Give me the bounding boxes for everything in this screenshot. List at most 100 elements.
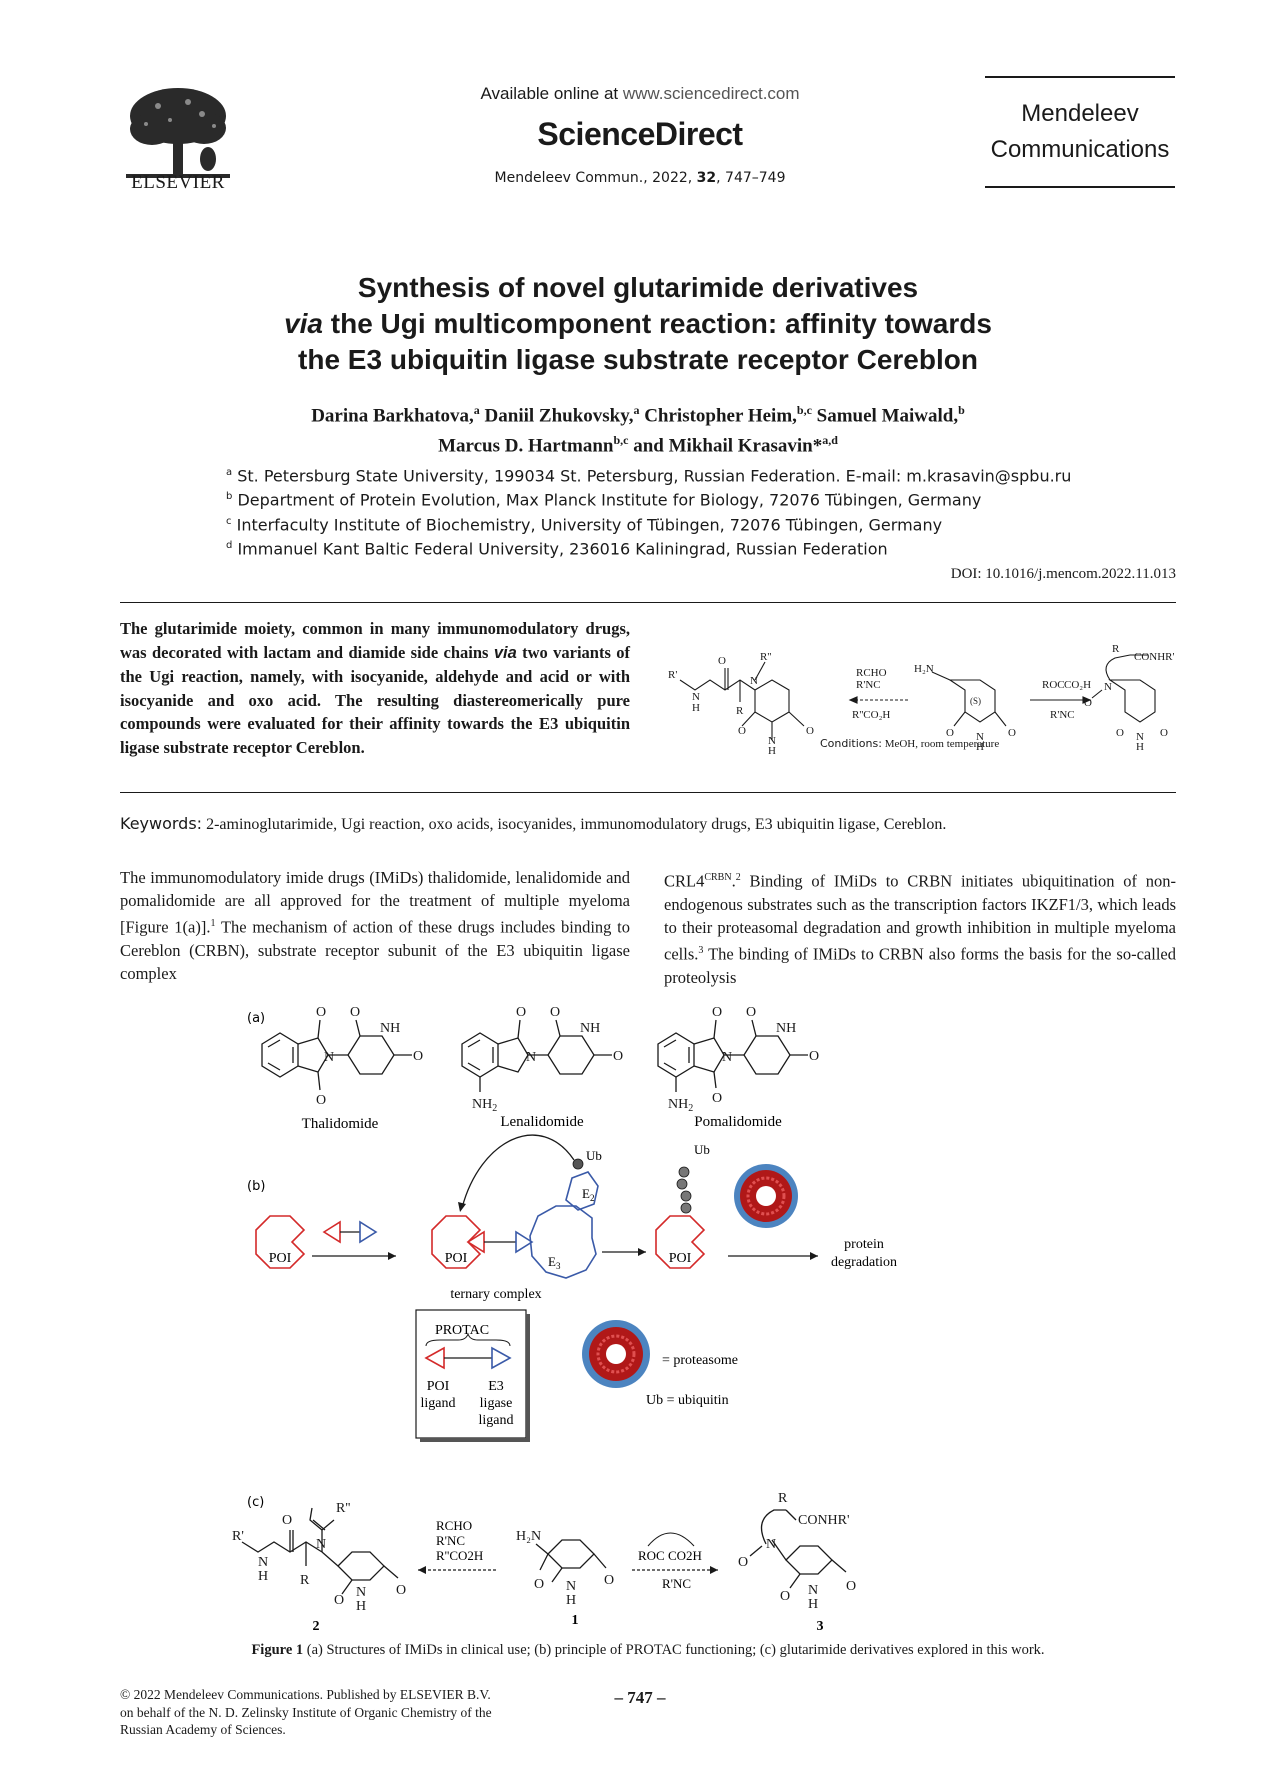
ternary-complex: POI E2 E3 Ub ternary complex [431,1134,602,1302]
svg-text:N: N [316,1537,326,1552]
reference-marker[interactable]: 2 [735,872,741,883]
abstract-text: The glutarimide moiety, common in many i… [120,619,631,757]
svg-text:O: O [316,1005,326,1020]
svg-text:N: N [1136,731,1144,743]
publisher-wordmark: ELSEVIER [131,172,225,193]
svg-text:O: O [809,1049,819,1064]
oxo-acid-reagents: ROC CO2H R'NC [632,1532,718,1591]
svg-text:R'': R'' [336,1501,350,1516]
svg-text:N: N [324,1050,334,1065]
poi-free: POI [255,1215,306,1269]
ubiquitin-legend-label: Ub = ubiquitin [646,1393,729,1408]
svg-text:O: O [604,1573,614,1588]
svg-text:N: N [766,1537,776,1552]
svg-text:N: N [750,675,758,687]
svg-text:H₂N: H₂N [516,1529,541,1544]
svg-text:NH: NH [776,1021,796,1036]
svg-text:R: R [1112,643,1120,655]
panel-label: (b) [247,1179,265,1194]
svg-text:O: O [718,655,726,667]
svg-text:O: O [780,1589,790,1604]
svg-text:Ub: Ub [586,1148,602,1163]
journal-citation: Mendeleev Commun., 2022, 32, 747–749 [494,170,786,186]
reference-marker[interactable]: 1 [210,918,216,930]
degradation-arrow [728,1252,818,1260]
available-online-line: Available online at www.sciencedirect.co… [440,84,840,104]
svg-text:O: O [534,1577,544,1592]
svg-text:R''CO₂H: R''CO₂H [852,709,890,721]
protac-molecule-icon [322,1220,378,1244]
article-title: Synthesis of novel glutarimide derivativ… [284,272,992,375]
svg-text:O: O [1008,727,1016,739]
svg-text:E3: E3 [548,1254,561,1271]
svg-text:POI: POI [445,1251,468,1266]
svg-text:O: O [1084,697,1092,709]
reference-marker[interactable]: 3 [698,945,704,957]
journal-name: Mendeleev Communications [990,100,1170,163]
svg-text:R: R [300,1573,310,1588]
svg-text:R'NC: R'NC [662,1576,691,1591]
svg-text:O: O [1160,727,1168,739]
svg-text:R': R' [668,669,677,681]
svg-text:CONHR': CONHR' [1134,651,1175,663]
svg-text:N: N [808,1583,818,1598]
svg-text:O: O [516,1005,526,1020]
svg-text:PROTAC: PROTAC [435,1323,489,1338]
svg-text:R'NC: R'NC [436,1533,465,1548]
svg-text:ligand: ligand [479,1413,514,1428]
ugi-reagents: RCHO R'NC R''CO2H [418,1518,496,1574]
svg-text:POI: POI [269,1251,292,1266]
svg-text:N: N [722,1050,732,1065]
svg-text:O: O [334,1593,344,1608]
abstract-top-rule [120,602,1176,603]
svg-text:O: O [396,1583,406,1598]
svg-text:N: N [692,691,700,703]
svg-text:CONHR': CONHR' [798,1513,850,1528]
svg-text:H: H [976,741,984,753]
svg-text:N: N [1104,681,1112,693]
body-column-left: The immunomodulatory imide drugs (IMiDs)… [120,868,630,984]
affiliation-list: a St. Petersburg State University, 19903… [226,462,1126,559]
svg-text:R: R [736,705,744,717]
svg-text:O: O [738,1555,748,1570]
sciencedirect-url-link[interactable]: www.sciencedirect.com [622,84,800,103]
svg-text:R': R' [232,1529,244,1544]
svg-text:E2: E2 [582,1186,594,1203]
svg-text:O: O [806,725,814,737]
svg-text:R'NC: R'NC [856,679,881,691]
svg-text:NH: NH [580,1021,600,1036]
svg-text:O: O [613,1049,623,1064]
svg-text:N: N [258,1555,268,1570]
svg-text:H: H [356,1599,366,1614]
svg-text:POI: POI [669,1251,692,1266]
svg-text:O: O [316,1093,326,1108]
body-column-right: CRL4CRBN.2 Binding of IMiDs to CRBN init… [664,871,1176,987]
ubiquitinated-poi: POI Ub [655,1142,710,1269]
svg-text:POI: POI [427,1379,450,1394]
compound-1-structure [535,1539,607,1583]
ternary-complex-label: ternary complex [450,1287,541,1302]
svg-text:RCHO: RCHO [856,667,887,679]
lenalidomide-structure [461,1019,612,1092]
author-name: Marcus D. Hartmann [438,435,614,457]
abstract-bottom-rule [120,792,1176,793]
protac-legend-box: PROTAC POI ligand E3 ligase ligand [415,1309,530,1442]
compound-3-structure [749,1509,847,1589]
svg-text:H: H [692,702,700,714]
svg-text:(S): (S) [970,696,981,706]
svg-text:H: H [808,1597,818,1612]
svg-text:R'NC: R'NC [1050,709,1075,721]
svg-text:R: R [778,1491,788,1506]
doi-link[interactable]: DOI: 10.1016/j.mencom.2022.11.013 [950,566,1176,582]
proteasome-legend-icon [582,1320,650,1388]
svg-text:N: N [566,1579,576,1594]
svg-text:N: N [768,735,776,747]
svg-text:H: H [768,745,776,757]
affiliation: b Department of Protein Evolution, Max P… [226,490,982,510]
svg-text:R''CO2H: R''CO2H [436,1548,483,1563]
svg-text:O: O [550,1005,560,1020]
